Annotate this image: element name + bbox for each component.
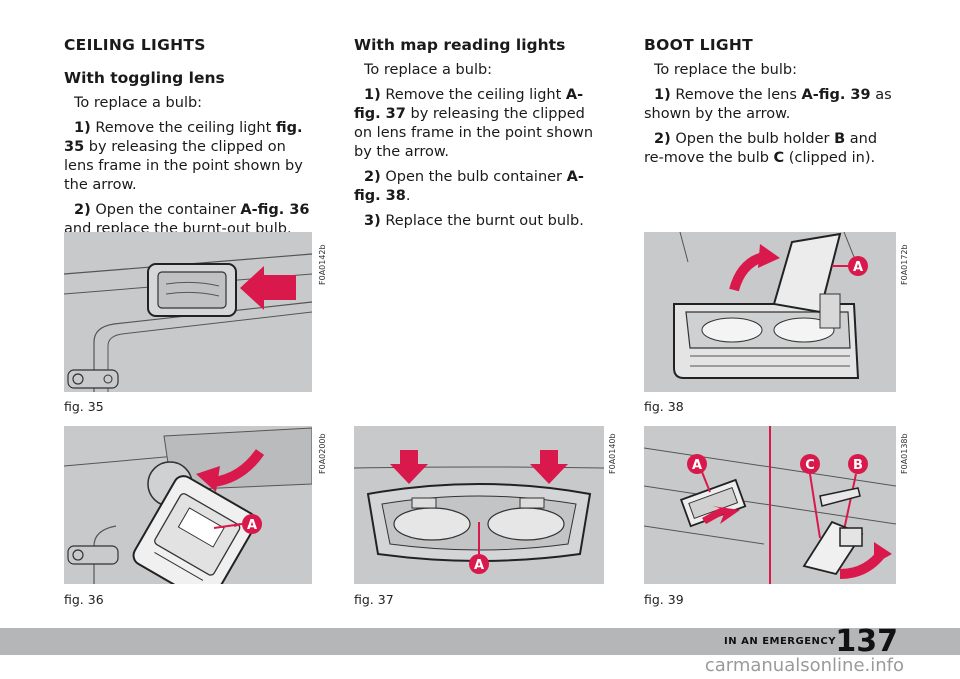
part-ref: C [773, 150, 785, 166]
step-number: 2) [364, 169, 381, 185]
figure-caption: fig. 35 [64, 399, 104, 414]
section-title: IN AN EMERGENCY [724, 636, 836, 647]
step-text: Open the container [95, 202, 241, 218]
step-number: 1) [654, 87, 671, 103]
step-number: 1) [364, 87, 381, 103]
figure-ref: fig. 35 [64, 120, 303, 155]
label-a: A [853, 260, 863, 275]
step-text: Remove the ceiling light [385, 87, 566, 103]
step-text: . [405, 188, 411, 204]
step-1: 1) Remove the ceiling light fig. 35 by r… [64, 119, 316, 195]
figure-code: F0A0142b [318, 244, 327, 285]
figure-ref: A-fig. 39 [801, 87, 871, 103]
step-text: Replace the burnt out bulb. [385, 213, 584, 229]
intro-text: To replace a bulb: [364, 62, 493, 78]
figure-caption: fig. 36 [64, 592, 104, 607]
step-text: Remove the lens [675, 87, 802, 103]
map-light-illustration: A [354, 450, 604, 574]
figure-38-illustration: A [644, 232, 896, 392]
page-number: 137 [835, 624, 898, 659]
label-a: A [474, 558, 484, 573]
step-1: 1) Remove the ceiling light A-fig. 37 by… [354, 86, 606, 162]
column-boot-light: BOOT LIGHT To replace the bulb: 1) Remov… [644, 36, 896, 174]
figure-35-illustration [64, 232, 312, 392]
step-number: 2) [74, 202, 91, 218]
figure-code: F0A0172b [900, 244, 909, 285]
step-text: and re-move the bulb [644, 131, 878, 166]
ceiling-light-open-illustration: A [64, 427, 312, 584]
step-text: by releasing the clipped on lens frame i… [64, 139, 303, 193]
boot-light-illustration: A C B [644, 426, 896, 584]
figure-code: F0A0200b [318, 433, 327, 474]
step-number: 1) [74, 120, 91, 136]
footer-bar [0, 628, 960, 655]
map-light-open-illustration: A [673, 232, 868, 379]
part-ref: B [834, 131, 846, 147]
figure-36-illustration: A [64, 426, 312, 584]
figure-caption: fig. 37 [354, 592, 394, 607]
figure-code: F0A0140b [608, 433, 617, 474]
figure-code: F0A0138b [900, 433, 909, 474]
label-a: A [247, 518, 257, 533]
step-text: Remove the ceiling light [95, 120, 276, 136]
section-heading: BOOT LIGHT [644, 36, 754, 54]
step-1: 1) Remove the lens A-fig. 39 as shown by… [644, 86, 896, 124]
step-number: 3) [364, 213, 381, 229]
step-2: 2) Open the bulb container A-fig. 38. [354, 168, 606, 206]
figure-37-illustration: A [354, 426, 604, 584]
figure-ref: A-fig. 38 [354, 169, 584, 204]
subsection-heading: With map reading lights [354, 36, 566, 54]
step-2: 2) Open the bulb holder B and re-move th… [644, 130, 896, 168]
watermark: carmanualsonline.info [704, 655, 904, 676]
step-text: as shown by the arrow. [644, 87, 892, 122]
section-heading: CEILING LIGHTS [64, 36, 206, 54]
label-b: B [853, 458, 863, 473]
column-map-reading-lights: With map reading lights To replace a bul… [354, 36, 606, 237]
step-text: Open the bulb container [385, 169, 567, 185]
step-text: (clipped in). [784, 150, 876, 166]
figure-39-illustration: A C B [644, 426, 896, 584]
step-3: 3) Replace the burnt out bulb. [354, 212, 606, 231]
subsection-heading: With toggling lens [64, 69, 225, 87]
intro-text: To replace the bulb: [654, 62, 797, 78]
label-c: C [805, 458, 815, 473]
label-a: A [692, 458, 702, 473]
ceiling-light-illustration [64, 253, 312, 392]
figure-caption: fig. 38 [644, 399, 684, 414]
figure-ref: A-fig. 37 [354, 87, 584, 122]
step-text: by releasing the clipped on lens frame i… [354, 106, 594, 160]
figure-ref: A-fig. 36 [240, 202, 310, 218]
figure-caption: fig. 39 [644, 592, 684, 607]
step-number: 2) [654, 131, 671, 147]
step-text: Open the bulb holder [675, 131, 835, 147]
column-ceiling-lights: CEILING LIGHTS With toggling lens To rep… [64, 36, 316, 245]
intro-text: To replace a bulb: [74, 95, 203, 111]
